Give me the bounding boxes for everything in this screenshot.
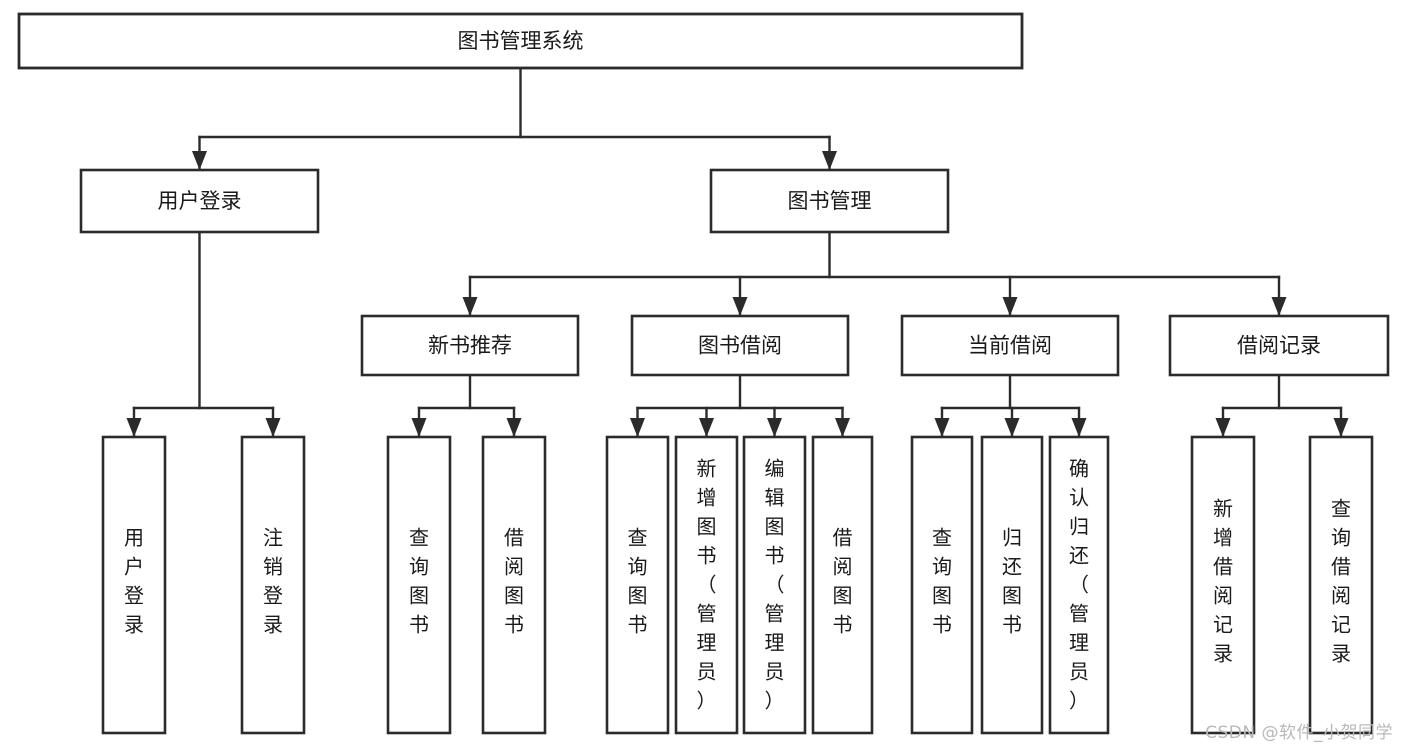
- node-label-current: 当前借阅: [968, 334, 1052, 358]
- node-box-leaf-bo-borrow: [811, 435, 874, 735]
- node-leaf-user-logout[interactable]: 注销登录: [240, 435, 306, 735]
- node-box-records: [1168, 314, 1390, 377]
- node-leaf-cu-confirm[interactable]: 确认归还（管理员）: [1048, 435, 1110, 735]
- node-label-leaf-nb-borrow: 借阅图书: [504, 525, 524, 636]
- node-login[interactable]: 用户登录: [79, 168, 320, 234]
- node-bookmgr[interactable]: 图书管理: [709, 168, 950, 234]
- node-box-borrow: [630, 314, 850, 377]
- node-label-leaf-cu-confirm: 确认归还（管理员）: [1069, 457, 1089, 713]
- node-leaf-bo-borrow[interactable]: 借阅图书: [811, 435, 874, 735]
- node-label-bookmgr: 图书管理: [788, 189, 872, 213]
- node-box-leaf-cu-query: [910, 435, 974, 735]
- connector-layer: [126, 66, 1349, 439]
- node-box-leaf-user-login: [101, 435, 167, 735]
- csdn-watermark: CSDN @软件_小贺同学: [1205, 723, 1393, 743]
- node-leaf-nb-query[interactable]: 查询图书: [386, 435, 452, 735]
- node-leaf-re-add[interactable]: 新增借阅记录: [1190, 435, 1256, 735]
- node-label-root: 图书管理系统: [458, 29, 584, 53]
- node-newbook[interactable]: 新书推荐: [360, 314, 580, 377]
- node-box-newbook: [360, 314, 580, 377]
- node-leaf-cu-query[interactable]: 查询图书: [910, 435, 974, 735]
- node-borrow[interactable]: 图书借阅: [630, 314, 850, 377]
- node-box-leaf-nb-query: [386, 435, 452, 735]
- node-current[interactable]: 当前借阅: [900, 314, 1120, 377]
- node-box-leaf-cu-return: [980, 435, 1044, 735]
- node-box-leaf-nb-borrow: [481, 435, 547, 735]
- node-records[interactable]: 借阅记录: [1168, 314, 1390, 377]
- node-leaf-cu-return[interactable]: 归还图书: [980, 435, 1044, 735]
- node-leaf-user-login[interactable]: 用户登录: [101, 435, 167, 735]
- node-label-leaf-bo-add: 新增图书（管理员）: [697, 457, 717, 713]
- node-label-login: 用户登录: [158, 189, 242, 213]
- node-root[interactable]: 图书管理系统: [17, 12, 1024, 70]
- node-layer: 图书管理系统用户登录图书管理新书推荐图书借阅当前借阅借阅记录用户登录注销登录查询…: [17, 12, 1390, 735]
- node-box-leaf-cu-confirm: [1048, 435, 1110, 735]
- node-box-root: [17, 12, 1024, 70]
- node-label-leaf-user-logout: 注销登录: [263, 525, 283, 636]
- node-label-records: 借阅记录: [1237, 334, 1321, 358]
- node-box-current: [900, 314, 1120, 377]
- node-label-borrow: 图书借阅: [698, 334, 782, 358]
- node-leaf-bo-query[interactable]: 查询图书: [605, 435, 670, 735]
- node-box-leaf-bo-add: [674, 435, 739, 735]
- node-leaf-nb-borrow[interactable]: 借阅图书: [481, 435, 547, 735]
- node-box-leaf-user-logout: [240, 435, 306, 735]
- node-label-leaf-cu-query: 查询图书: [932, 525, 952, 636]
- node-leaf-re-query[interactable]: 查询借阅记录: [1308, 435, 1374, 735]
- node-box-leaf-re-add: [1190, 435, 1256, 735]
- node-label-leaf-bo-borrow: 借阅图书: [833, 525, 853, 636]
- node-leaf-bo-add[interactable]: 新增图书（管理员）: [674, 435, 739, 735]
- node-label-leaf-nb-query: 查询图书: [409, 525, 429, 636]
- node-box-bookmgr: [709, 168, 950, 234]
- node-box-leaf-re-query: [1308, 435, 1374, 735]
- node-leaf-bo-edit[interactable]: 编辑图书（管理员）: [742, 435, 807, 735]
- node-box-leaf-bo-query: [605, 435, 670, 735]
- node-label-leaf-bo-query: 查询图书: [628, 525, 648, 636]
- node-label-leaf-re-add: 新增借阅记录: [1213, 496, 1233, 665]
- node-label-leaf-bo-edit: 编辑图书（管理员）: [765, 457, 785, 713]
- node-label-leaf-user-login: 用户登录: [124, 525, 144, 636]
- node-label-leaf-re-query: 查询借阅记录: [1331, 496, 1351, 665]
- node-box-login: [79, 168, 320, 234]
- node-label-leaf-cu-return: 归还图书: [1002, 525, 1022, 636]
- node-label-newbook: 新书推荐: [428, 334, 512, 358]
- node-box-leaf-bo-edit: [742, 435, 807, 735]
